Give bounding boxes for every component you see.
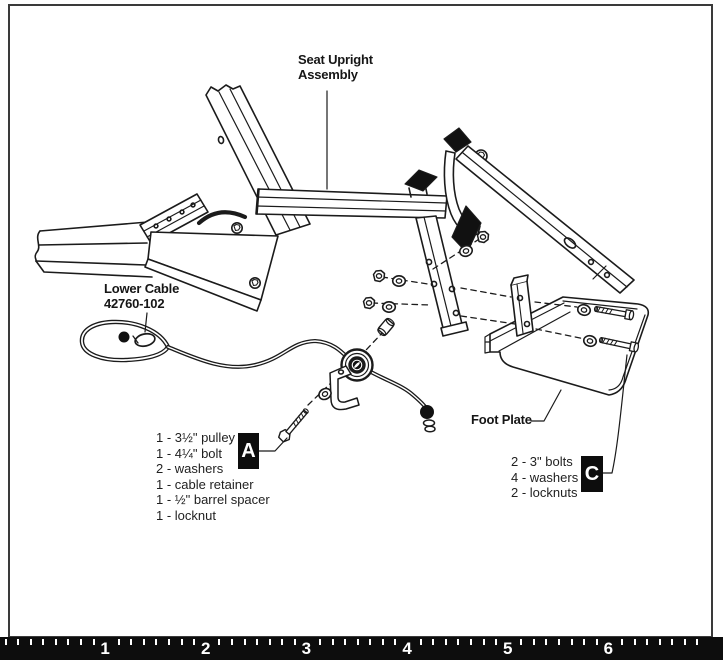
ruler-tick — [130, 639, 133, 645]
left-bracket-drawing — [34, 193, 279, 312]
ruler-tick — [444, 639, 447, 645]
callout-c-badge: C — [581, 456, 603, 492]
part-line: 1 - ½" barrel spacer — [156, 492, 270, 508]
ruler-tick — [54, 639, 57, 645]
ruler-tick — [671, 639, 674, 645]
ruler-tick — [520, 639, 523, 645]
hardware-drawing — [362, 230, 490, 337]
ruler-tick — [658, 639, 661, 645]
ruler-tick — [193, 639, 196, 645]
seat-upright-label-line1: Seat Upright — [298, 52, 373, 67]
ruler-tick — [545, 639, 548, 645]
ruler-tick — [168, 639, 171, 645]
ruler-tick — [4, 639, 7, 645]
beam-drawing — [255, 169, 448, 219]
ruler-tick — [457, 639, 460, 645]
lower-cable-label-line1: Lower Cable — [104, 281, 180, 296]
ruler-tick — [92, 639, 95, 645]
ruler-number: 3 — [301, 639, 312, 658]
ruler-tick — [319, 639, 321, 645]
ruler-tick — [620, 639, 623, 645]
ruler-tick — [558, 639, 561, 645]
ruler-tick — [218, 639, 221, 645]
ruler-tick — [419, 639, 422, 645]
ruler-tick — [683, 639, 686, 645]
ruler-tick — [142, 639, 145, 645]
ruler-tick — [356, 639, 359, 645]
ruler-tick — [230, 639, 233, 645]
ruler-tick — [281, 639, 284, 645]
ruler-tick — [633, 639, 636, 645]
cable-retainer-drawing — [329, 365, 360, 411]
seat-upright-label: Seat Upright Assembly — [298, 52, 373, 82]
ruler-tick — [394, 639, 397, 645]
part-line: 2 - washers — [156, 461, 224, 477]
foot-plate-drawing — [484, 274, 650, 396]
ruler-tick — [482, 639, 485, 645]
ruler-tick — [155, 639, 158, 645]
lower-cable-label: Lower Cable 42760-102 — [104, 281, 179, 311]
washer-icon — [318, 387, 332, 401]
ruler-tick — [17, 639, 20, 645]
part-line: 1 - 4¼" bolt — [156, 445, 223, 461]
part-line: 4 - washers — [511, 469, 579, 485]
ruler-tick — [117, 639, 120, 645]
ruler-tick — [570, 639, 573, 645]
part-line: 2 - 3" bolts — [511, 454, 573, 469]
leader-lines — [144, 90, 628, 474]
ruler-tick — [595, 639, 598, 645]
ruler-tick — [256, 639, 259, 645]
ruler-tick — [29, 639, 32, 645]
ruler-tick — [369, 639, 372, 645]
ruler-tick — [381, 639, 384, 645]
ruler-tick — [79, 639, 82, 645]
cable-ball-end-icon — [420, 405, 436, 433]
lower-cable-drawing — [79, 319, 436, 433]
right-arm-drawing — [455, 145, 635, 294]
ruler-tick — [268, 639, 271, 645]
bolt-icon — [278, 408, 309, 443]
ruler-tick — [67, 639, 70, 645]
cable-clip-icon — [118, 331, 156, 348]
ruler-tick — [293, 639, 296, 645]
ruler-tick — [696, 639, 699, 645]
foot-plate-hardware-drawing — [576, 303, 640, 353]
ruler-tick — [42, 639, 45, 645]
ruler-tick — [469, 639, 472, 645]
ruler-tick — [583, 639, 586, 645]
part-line: 1 - cable retainer — [156, 476, 254, 492]
ruler-tick — [532, 639, 535, 645]
ruler-number: 4 — [402, 639, 412, 658]
callout-a-badge: A — [238, 433, 259, 469]
lower-cable-part-number: 42760-102 — [104, 296, 165, 311]
ruler-number: 5 — [502, 639, 513, 658]
ruler-tick — [344, 639, 347, 645]
ruler-number: 2 — [201, 639, 211, 658]
foot-plate-label: Foot Plate — [471, 412, 532, 427]
ruler: 1 2 3 4 5 6 — [0, 637, 723, 660]
ruler-tick — [646, 639, 649, 645]
screw-icon — [231, 222, 262, 289]
ruler-tick — [243, 639, 246, 645]
ruler-number: 1 — [100, 639, 110, 658]
ruler-tick — [432, 639, 435, 645]
part-line: 1 - 3½" pulley — [156, 430, 236, 445]
ruler-tick — [331, 639, 334, 645]
ruler-number: 6 — [603, 639, 614, 658]
ruler-tick — [495, 639, 498, 645]
seat-upright-label-line2: Assembly — [298, 67, 358, 82]
part-line: 1 - locknut — [156, 507, 216, 523]
ruler-tick — [180, 639, 183, 645]
part-line: 2 - locknuts — [511, 485, 578, 501]
barrel-spacer-icon — [377, 317, 395, 337]
center-post-drawing — [415, 215, 469, 337]
